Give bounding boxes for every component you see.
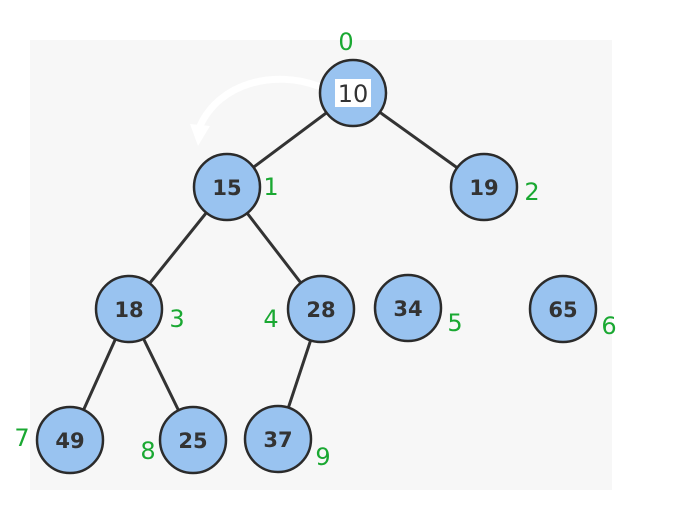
node-circle: [243, 404, 313, 474]
node-circle: [286, 274, 356, 344]
heap-node-3: 18 3: [94, 274, 185, 344]
node-value: 10: [338, 80, 369, 108]
node-circle: [94, 274, 164, 344]
node-index-label: 9: [315, 443, 330, 471]
node-index-label: 4: [263, 305, 278, 333]
node-circle: [158, 405, 228, 475]
tree-nodes: 10 0 15 1 19 2 18 3 28 4 34 5 65 6 49 7 25 8 37 9: [14, 28, 617, 475]
node-circle: [528, 274, 598, 344]
swap-arrow-icon: [196, 75, 322, 130]
node-value: 25: [178, 429, 207, 453]
node-value: 37: [263, 428, 292, 452]
heap-node-9: 37 9: [243, 404, 331, 474]
heap-node-1: 15 1: [192, 152, 279, 222]
heap-node-2: 19 2: [449, 152, 540, 222]
node-value: 15: [212, 176, 241, 200]
node-value: 49: [55, 429, 84, 453]
node-value: 34: [393, 297, 422, 321]
node-index-label: 0: [338, 28, 353, 56]
diagram-background: [30, 40, 612, 490]
swap-arrow-head-icon: [190, 124, 210, 146]
node-index-label: 7: [14, 424, 29, 452]
node-index-label: 5: [447, 309, 462, 337]
heap-node-8: 25 8: [140, 405, 228, 475]
node-value: 65: [548, 298, 577, 322]
node-circle: [35, 405, 105, 475]
node-circle: [373, 273, 443, 343]
heap-node-6: 65 6: [528, 274, 617, 344]
node-index-label: 3: [169, 305, 184, 333]
node-value: 28: [306, 298, 335, 322]
node-index-label: 8: [140, 437, 155, 465]
heap-node-7: 49 7: [14, 405, 105, 475]
node-circle: [192, 152, 262, 222]
node-index-label: 1: [263, 173, 278, 201]
node-index-label: 2: [524, 178, 539, 206]
node-index-label: 6: [601, 312, 616, 340]
heap-node-5: 34 5: [373, 273, 463, 343]
node-value: 18: [114, 298, 143, 322]
node-value: 19: [469, 176, 498, 200]
node-circle: [449, 152, 519, 222]
root-value-highlight: [335, 79, 371, 107]
heap-node-4: 28 4: [263, 274, 356, 344]
heap-node-0: 10 0: [318, 28, 388, 128]
